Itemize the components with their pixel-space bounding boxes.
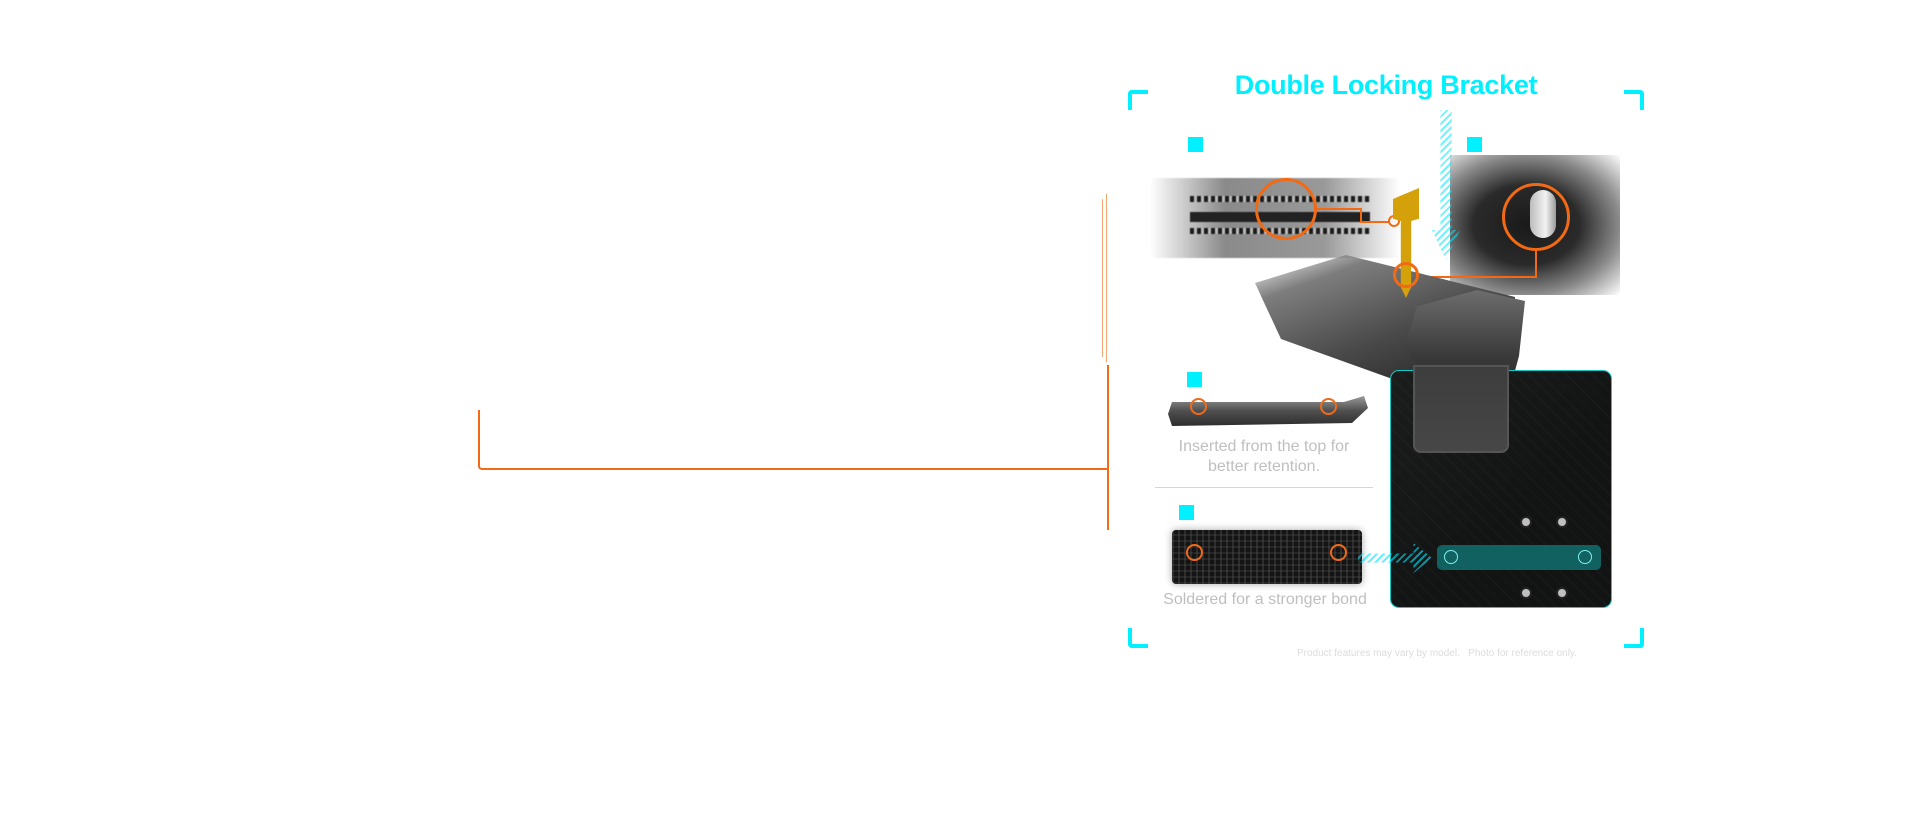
slot-highlight-region xyxy=(1437,545,1601,570)
highlight-ring-solder-left xyxy=(1186,544,1203,561)
standoff xyxy=(1558,518,1566,526)
caption-retention: Inserted from the top for better retenti… xyxy=(1155,437,1373,477)
caption-soldered: Soldered for a stronger bond xyxy=(1163,591,1367,608)
connector-line-back xyxy=(1535,251,1537,278)
back-side-label: Back Side xyxy=(1486,130,1592,155)
frame-corner-top-left xyxy=(1128,90,1148,110)
connector-line-horizontal xyxy=(478,410,1108,470)
section-marker-icon xyxy=(1187,372,1202,387)
connector-line-slot xyxy=(1317,208,1361,210)
highlight-ring-slot xyxy=(1255,178,1317,240)
highlight-ring-latch-bottom xyxy=(1393,262,1419,288)
highlight-ring-solder-right xyxy=(1330,544,1347,561)
cpu-socket xyxy=(1413,365,1509,453)
connector-bracket-outline xyxy=(1102,193,1107,363)
highlight-ring-slot-right xyxy=(1320,398,1337,415)
frame-corner-bottom-left xyxy=(1128,628,1148,648)
section-divider xyxy=(1155,487,1373,488)
frame-corner-bottom-right xyxy=(1624,628,1644,648)
disclaimer-text: Product features may vary by model. Phot… xyxy=(1297,648,1577,659)
section-marker-icon xyxy=(1467,137,1482,152)
highlight-ring-slot-left xyxy=(1190,398,1207,415)
caption-line-1: Inserted from the top for xyxy=(1178,438,1350,455)
connector-line-slot-drop xyxy=(1360,208,1362,222)
standoff xyxy=(1522,589,1530,597)
connector-line-back-horizontal xyxy=(1410,276,1537,278)
section-marker-icon xyxy=(1179,505,1194,520)
section-marker-icon xyxy=(1188,137,1203,152)
highlight-ring-back-side xyxy=(1502,183,1570,251)
standoff xyxy=(1558,589,1566,597)
connector-line-slot-end xyxy=(1360,221,1390,223)
feature-title: Double Locking Bracket xyxy=(1234,70,1538,100)
frame-corner-top-right xyxy=(1624,90,1644,110)
highlight-ring-board-right xyxy=(1578,550,1592,564)
connector-line-vertical xyxy=(1107,365,1109,530)
standoff xyxy=(1522,518,1530,526)
caption-line-2: better retention. xyxy=(1207,458,1321,475)
highlight-ring-board-left xyxy=(1444,550,1458,564)
